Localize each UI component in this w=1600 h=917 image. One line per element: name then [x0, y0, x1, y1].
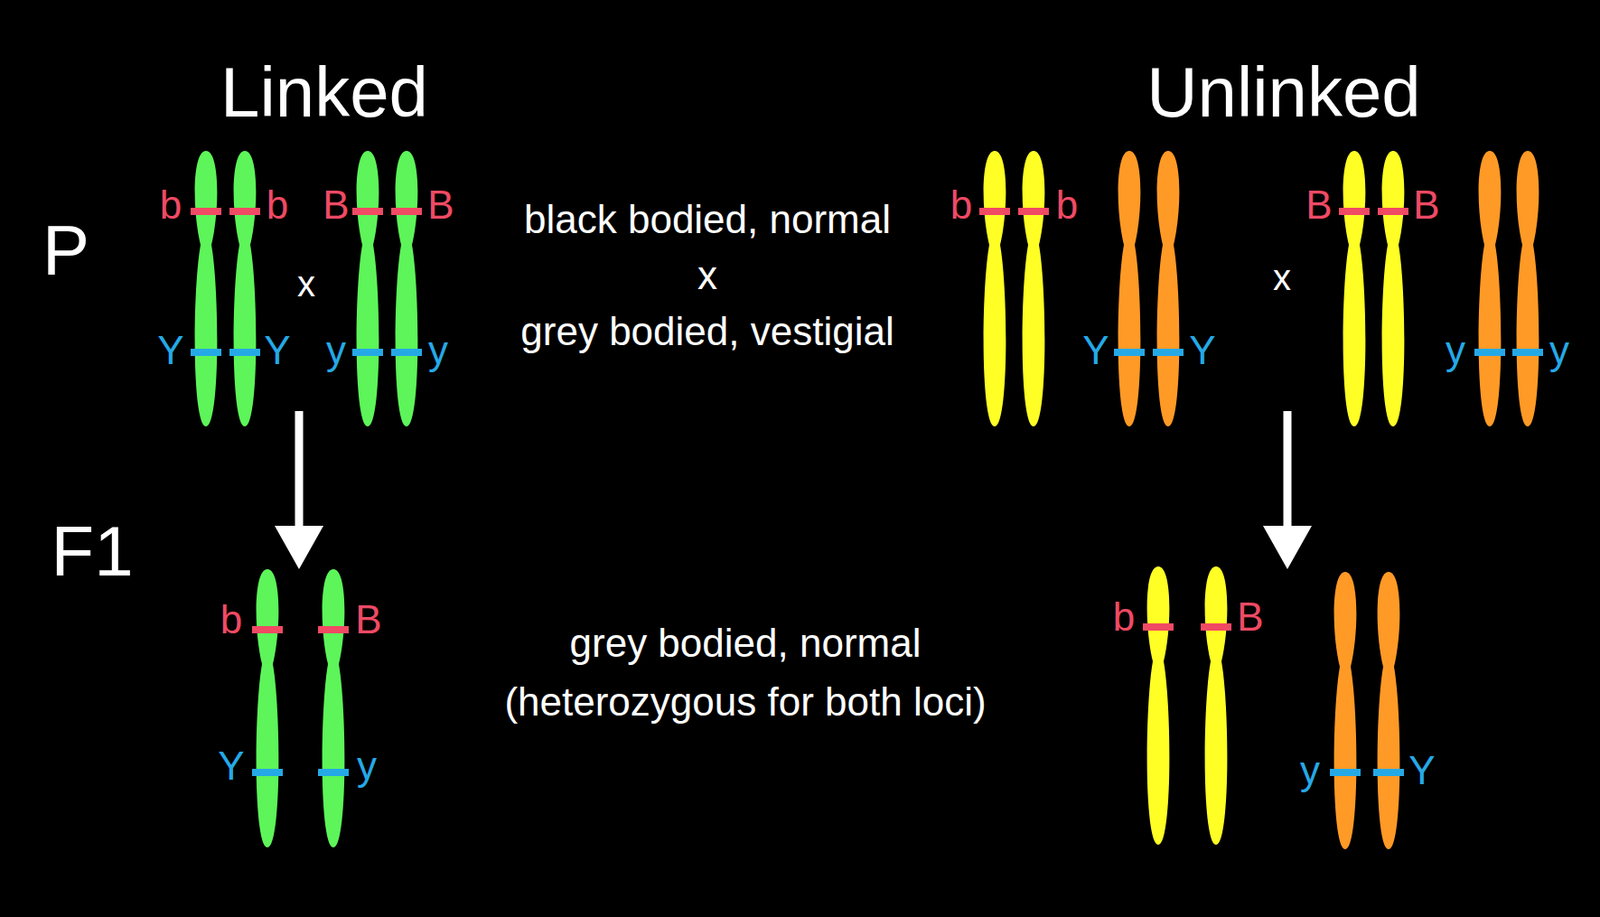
chromosome [1022, 150, 1046, 427]
chromosome [1205, 566, 1228, 845]
chromosome [1334, 571, 1357, 850]
allele-label: b [220, 599, 243, 640]
gene-locus-band [1113, 348, 1145, 356]
allele-label: Y [1082, 330, 1109, 371]
column-heading: Linked [220, 56, 429, 128]
phenotype-text: black bodied, normal [523, 199, 891, 240]
gene-locus-band [1512, 348, 1544, 356]
chromosome [1516, 150, 1540, 427]
allele-label: B [1412, 185, 1440, 225]
gene-locus-band [391, 348, 422, 356]
generation-label: P [42, 215, 90, 286]
phenotype-text: grey bodied, vestigial [520, 311, 894, 352]
chromosome [1157, 150, 1180, 427]
cross-arrow [274, 411, 1312, 570]
generation-label: F1 [50, 515, 133, 587]
gene-locus-band [229, 207, 261, 216]
arrow-shaft [295, 411, 304, 534]
gene-locus-band [229, 348, 261, 356]
chromosome [233, 150, 257, 427]
gene-locus-band [979, 207, 1011, 216]
allele-label: B [427, 185, 454, 225]
chromosome [395, 150, 419, 427]
allele-label: b [1113, 597, 1135, 637]
gene-locus-band [1338, 207, 1370, 216]
gene-locus-band [1373, 768, 1404, 777]
gene-locus-band [318, 626, 349, 634]
cross-symbol: x [697, 255, 718, 296]
allele-label: y [428, 330, 449, 371]
gene-locus-band [318, 768, 349, 777]
chromosome [1382, 150, 1405, 427]
allele-label: Y [1188, 330, 1216, 371]
phenotype-text: grey bodied, normal [570, 623, 922, 664]
gene-locus-band [190, 348, 222, 356]
gene-locus-band [1200, 623, 1232, 631]
gene-locus-band [1152, 348, 1184, 356]
gene-locus-band [1377, 207, 1409, 216]
cross-symbol: x [297, 265, 316, 302]
chromosome [1377, 571, 1401, 850]
chromosome [256, 569, 280, 848]
allele-label: B [1305, 185, 1332, 225]
allele-label: b [159, 185, 182, 225]
allele-label: y [1549, 330, 1570, 371]
gene-locus-band [1329, 768, 1361, 777]
gene-locus-band [352, 348, 384, 356]
allele-label: B [355, 599, 382, 640]
gene-locus-band [391, 207, 422, 216]
allele-label: Y [157, 330, 184, 371]
cross-symbol: x [1272, 259, 1292, 296]
allele-label: b [950, 185, 973, 225]
allele-label: y [1445, 330, 1466, 371]
chromosome [1118, 150, 1142, 427]
chromosome [983, 150, 1007, 427]
column-heading: Unlinked [1146, 56, 1422, 128]
arrow-head [274, 525, 324, 570]
chromosome [1343, 150, 1367, 427]
arrow-shaft [1283, 411, 1292, 534]
phenotype-text: (heterozygous for both loci) [504, 682, 986, 722]
allele-label: Y [217, 746, 244, 786]
gene-locus-band [252, 626, 283, 634]
allele-label: y [356, 746, 377, 786]
allele-label: b [266, 185, 289, 225]
allele-label: y [1300, 750, 1320, 791]
allele-label: Y [1408, 750, 1435, 791]
chromosome [322, 569, 346, 848]
allele-label: y [326, 330, 347, 371]
gene-locus-band [352, 207, 384, 216]
gene-locus-band [1142, 623, 1174, 631]
allele-label: Y [263, 330, 291, 371]
gene-locus-band [1018, 207, 1049, 216]
chromosome [1147, 566, 1170, 845]
gene-locus-band [1474, 348, 1506, 356]
allele-label: B [322, 185, 349, 225]
chromosome [1478, 150, 1502, 427]
chromosome [356, 150, 380, 427]
gene-locus-band [190, 207, 222, 216]
allele-label: B [1236, 597, 1264, 637]
allele-label: b [1056, 185, 1078, 225]
gene-locus-band [252, 768, 283, 777]
arrow-head [1263, 525, 1312, 570]
chromosome [195, 150, 218, 427]
